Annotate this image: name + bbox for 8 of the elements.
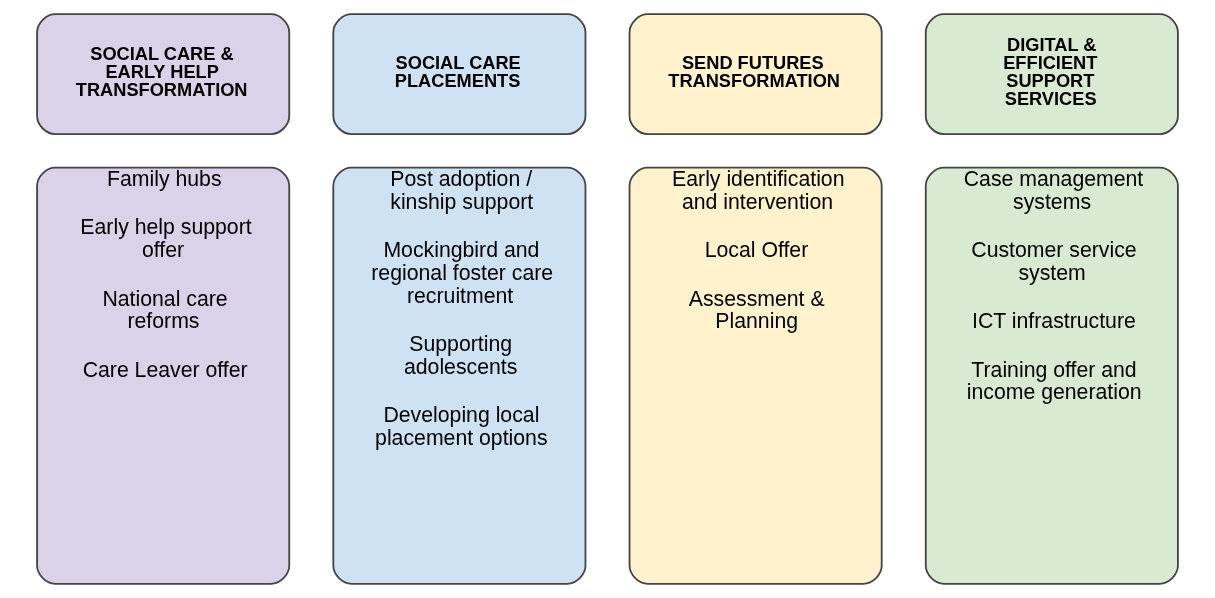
node-box: Early identification and intervention Local Offer Assessment & Planning xyxy=(628,166,883,585)
node-box: Post adoption / kinship support Mockingbird and regional foster care recruitment Supporting adolescents Developing local placement options xyxy=(332,166,587,585)
node-box: SEND FUTURES TRANSFORMATION xyxy=(628,13,883,136)
node-box: SOCIAL CARE PLACEMENTS xyxy=(332,13,587,136)
node-box: Family hubs Early help support offer National care reforms Care Leaver offer xyxy=(36,166,291,585)
node-box: DIGITAL & EFFICIENT SUPPORT SERVICES xyxy=(924,13,1179,136)
node-box: SOCIAL CARE & EARLY HELP TRANSFORMATION xyxy=(36,13,291,136)
node-box: Case management systems Customer service system ICT infrastructure Training offer and income generation xyxy=(924,166,1179,585)
